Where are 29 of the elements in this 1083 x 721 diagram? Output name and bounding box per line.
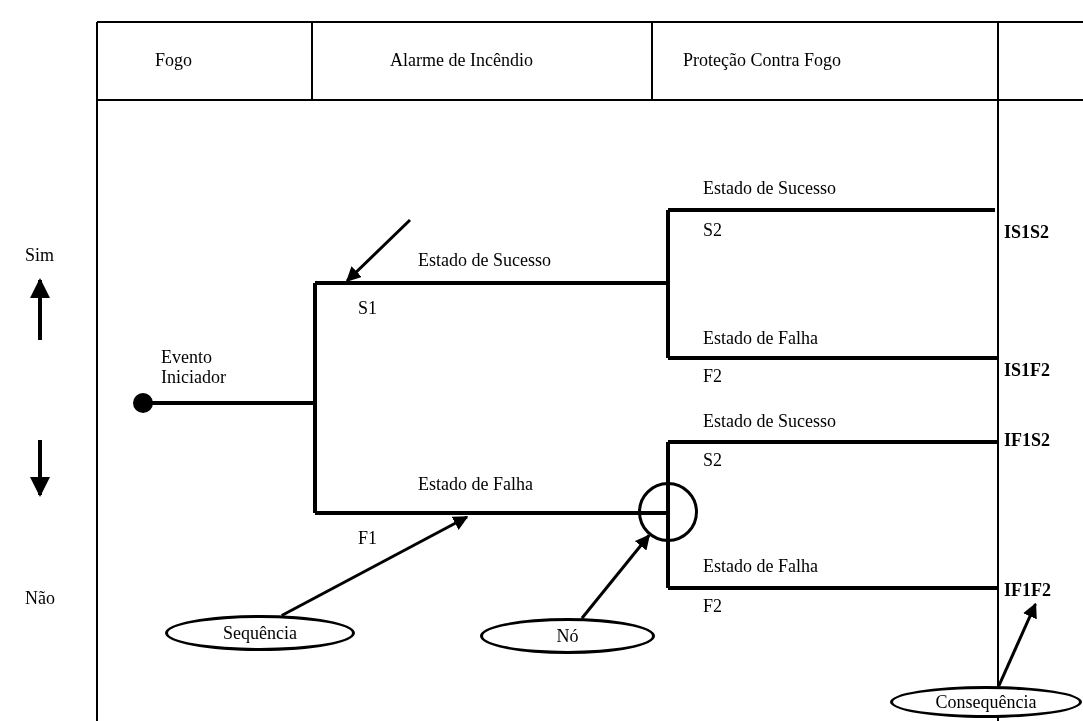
callout-ellipse: Sequência bbox=[165, 615, 355, 651]
outcome-label: IS1F2 bbox=[1004, 360, 1080, 382]
node-circle bbox=[638, 482, 698, 542]
tree-label: S2 bbox=[703, 450, 722, 470]
outcome-label: IS1S2 bbox=[1004, 222, 1080, 244]
tree-label: F2 bbox=[703, 366, 722, 386]
tree-label: F2 bbox=[703, 596, 722, 616]
leader-line bbox=[997, 602, 1037, 687]
tree-label: S2 bbox=[703, 220, 722, 240]
column-header: Fogo bbox=[155, 50, 192, 70]
callout-ellipse: Nó bbox=[480, 618, 655, 654]
tree-label: Estado de Sucesso bbox=[703, 411, 836, 431]
tree-label: Sim bbox=[25, 245, 54, 265]
tree-label: Evento Iniciador bbox=[161, 347, 227, 387]
outcome-label: IF1F2 bbox=[1004, 580, 1080, 602]
outcome-label: IF1S2 bbox=[1004, 430, 1080, 452]
tree-label: Estado de Falha bbox=[418, 474, 533, 494]
callout-ellipse: Consequência bbox=[890, 686, 1082, 718]
leader-line bbox=[580, 534, 651, 620]
tree-label: Estado de Sucesso bbox=[703, 178, 836, 198]
tree-label: Estado de Sucesso bbox=[418, 250, 551, 270]
tree-label: Não bbox=[25, 588, 55, 608]
column-header: Proteção Contra Fogo bbox=[683, 50, 841, 70]
tree-label: Estado de Falha bbox=[703, 556, 818, 576]
leader-line bbox=[281, 515, 469, 617]
column-header: Alarme de Incêndio bbox=[390, 50, 533, 70]
tree-label: F1 bbox=[358, 528, 377, 548]
tree-label: Estado de Falha bbox=[703, 328, 818, 348]
tree-label: S1 bbox=[358, 298, 377, 318]
